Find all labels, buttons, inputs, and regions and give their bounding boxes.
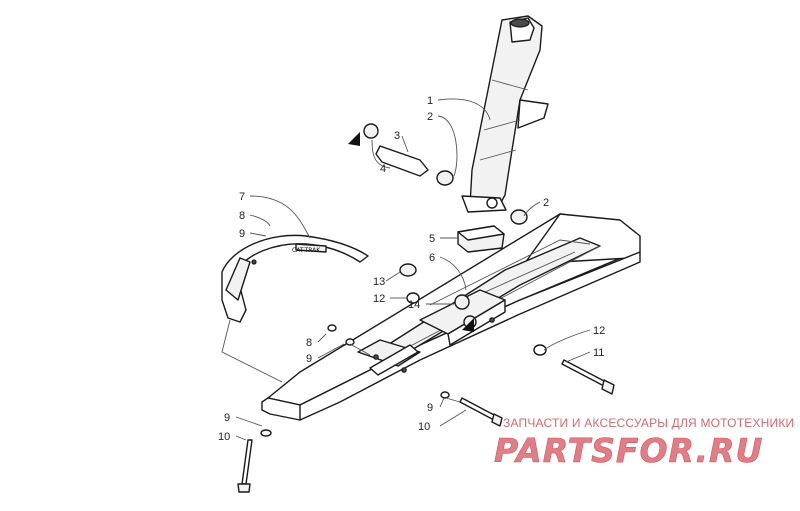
callout-12a: 12 xyxy=(373,293,385,305)
callout-11: 11 xyxy=(593,347,604,359)
callout-9d: 9 xyxy=(224,412,230,424)
callout-4: 4 xyxy=(380,163,386,175)
callout-6: 6 xyxy=(429,252,435,264)
bushing-parts xyxy=(363,123,528,225)
assembly-guide-lines xyxy=(221,319,461,403)
callout-13: 13 xyxy=(373,276,385,288)
callout-5: 5 xyxy=(429,233,435,245)
ski-loop-part: CAT-TRAK xyxy=(221,234,369,323)
skid-logo-text: CAT-TRAK xyxy=(292,247,321,254)
callout-2b: 2 xyxy=(543,197,549,209)
callout-labels: 1 2 3 4 2 5 6 7 8 9 13 12 14 12 11 8 9 9… xyxy=(218,95,605,443)
watermark-tagline: ЗАПЧАСТИ И АКСЕССУАРЫ ДЛЯ МОТОТЕХНИКИ xyxy=(503,416,794,430)
bolt-parts xyxy=(237,359,615,493)
callout-10b: 10 xyxy=(218,431,230,443)
ski-body xyxy=(261,213,641,421)
spindle-part xyxy=(461,15,549,213)
callout-7: 7 xyxy=(239,191,245,203)
callout-8b: 8 xyxy=(306,337,312,349)
callout-2a: 2 xyxy=(427,111,433,123)
callout-3: 3 xyxy=(394,130,400,142)
arrow-marker-top xyxy=(348,132,360,146)
callout-9b: 9 xyxy=(306,353,312,365)
watermark-logo: PARTSFOR.RU xyxy=(494,431,763,470)
watermark: ЗАПЧАСТИ И АКСЕССУАРЫ ДЛЯ МОТОТЕХНИКИ PA… xyxy=(494,416,794,470)
callout-leaders xyxy=(235,98,591,441)
callout-9a: 9 xyxy=(239,228,245,240)
callout-14: 14 xyxy=(408,299,420,311)
callout-1: 1 xyxy=(427,95,433,107)
callout-9c: 9 xyxy=(427,402,433,414)
wear-pad-part xyxy=(457,225,505,253)
arrow-marker-mid xyxy=(462,318,474,332)
callout-8a: 8 xyxy=(239,210,245,222)
callout-12b: 12 xyxy=(593,325,605,337)
callout-10a: 10 xyxy=(418,421,430,433)
